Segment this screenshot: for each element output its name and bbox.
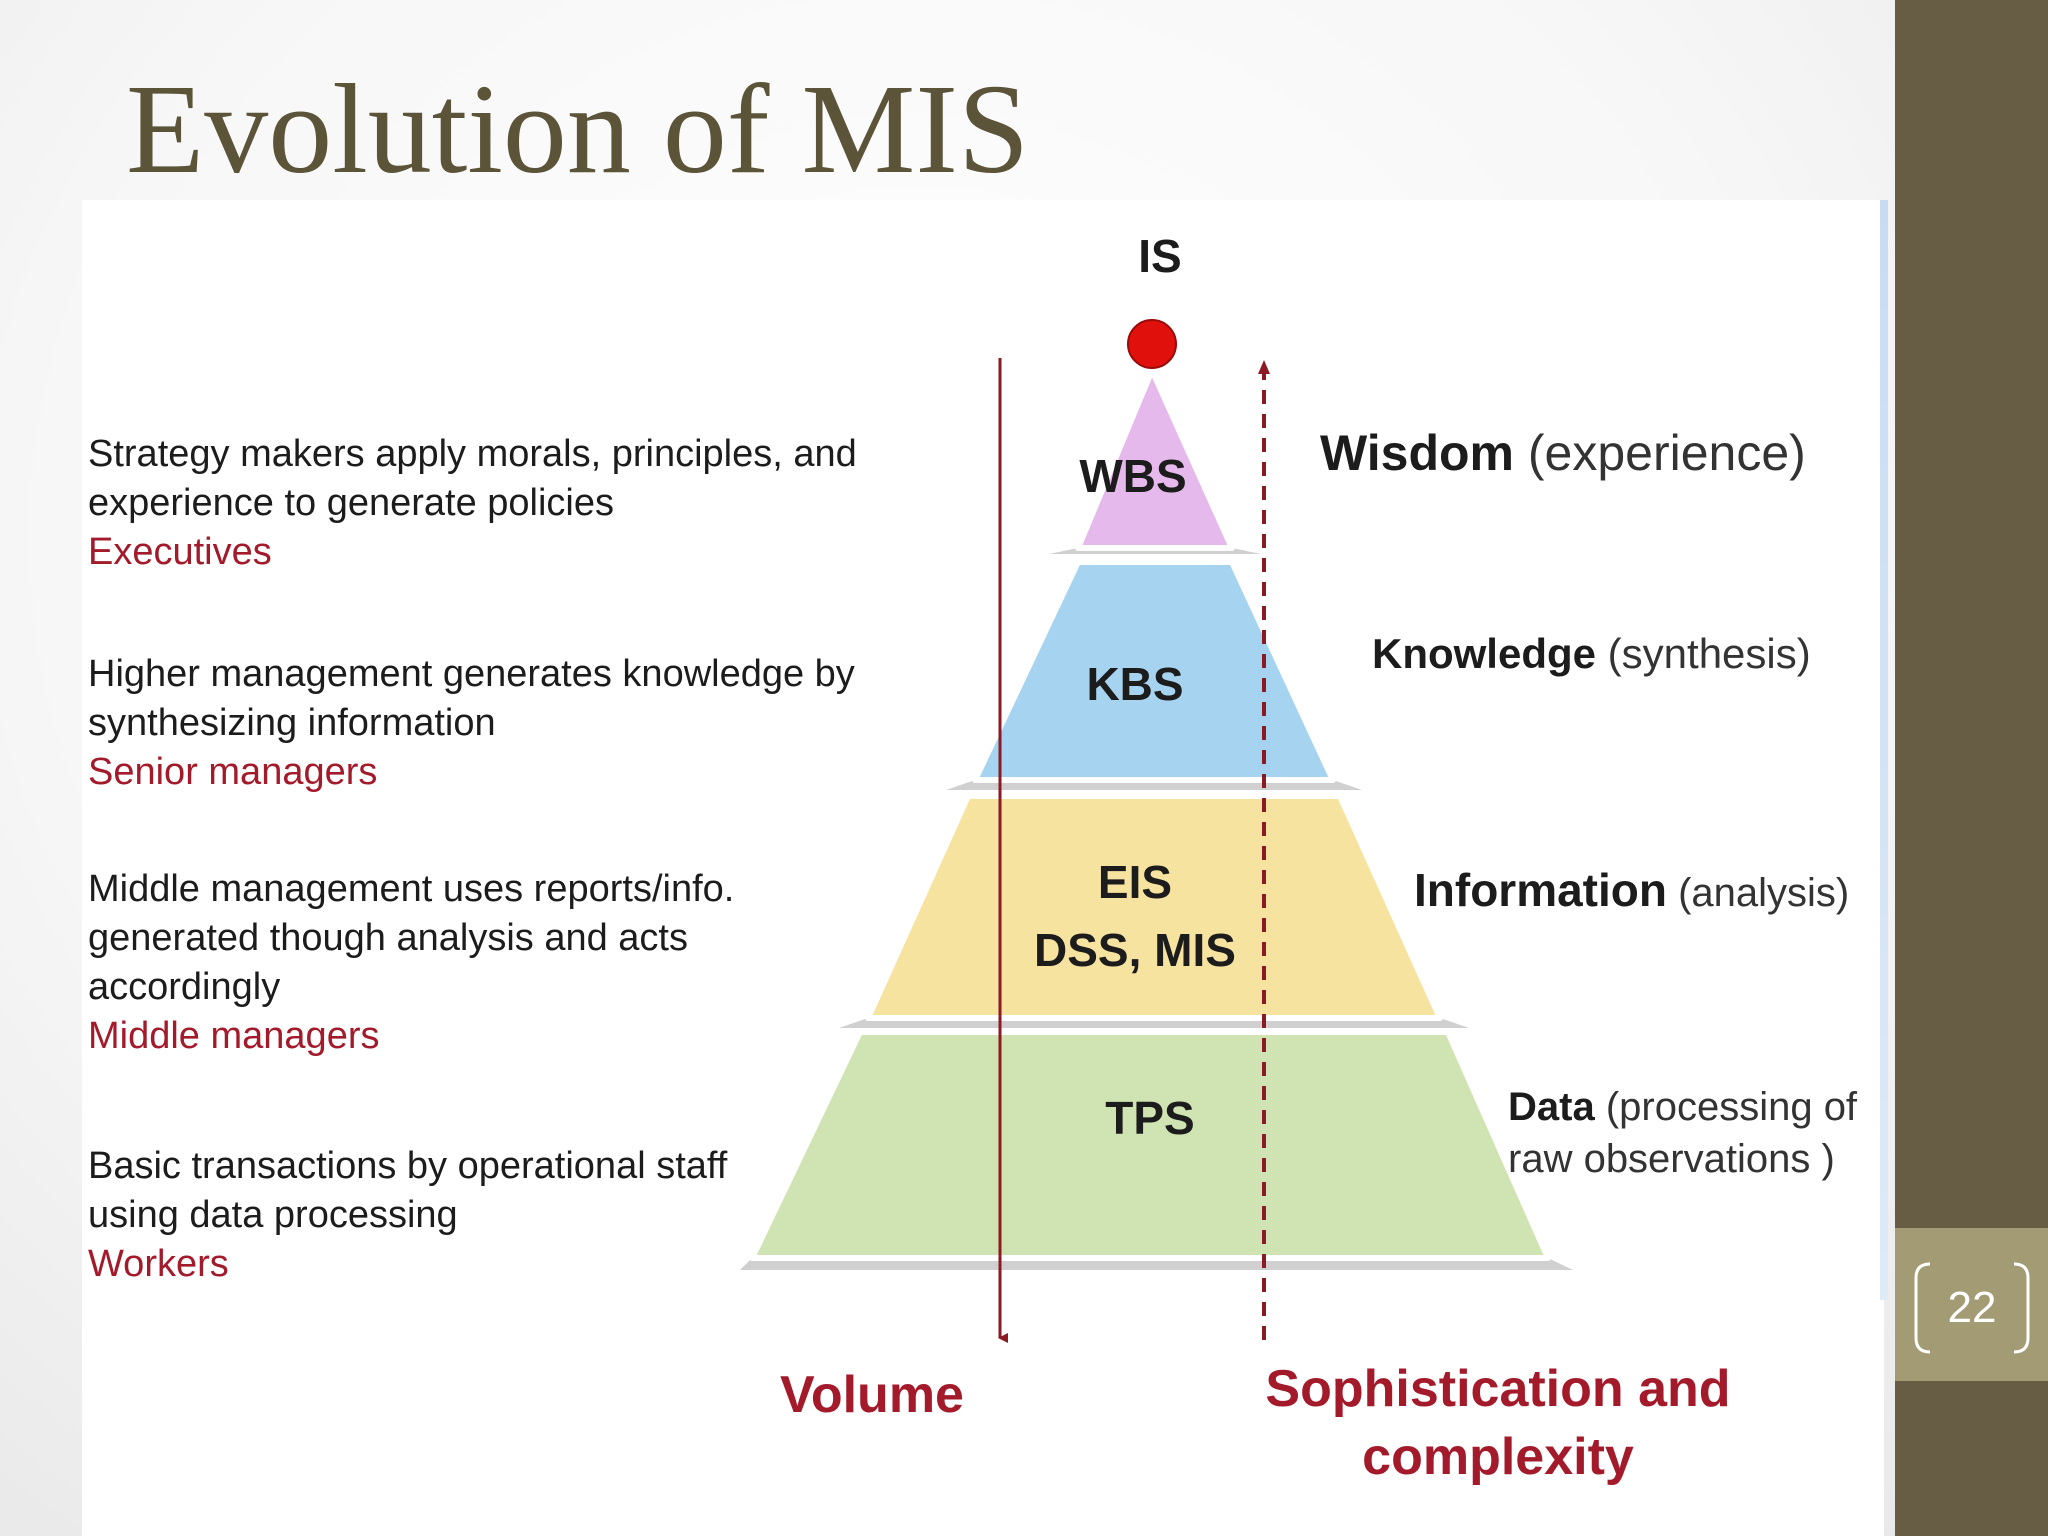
sophistication-label-line1: Sophistication and: [1265, 1360, 1730, 1418]
role-label-executives: Executives: [88, 531, 272, 573]
role-label-middle-managers: Middle managers: [88, 1015, 380, 1057]
role-label-workers: Workers: [88, 1243, 229, 1285]
term-wisdom: Wisdom (experience): [1320, 425, 1806, 481]
tier-label-wbs: WBS: [1079, 450, 1186, 502]
description-middle-managers: Middle management uses reports/info. gen…: [88, 865, 734, 1061]
term-data: Data (processing of: [1508, 1085, 1858, 1129]
slide-number-tile: [1895, 1228, 2048, 1381]
description-line: using data processing: [88, 1194, 458, 1236]
tier-tps: [749, 1029, 1551, 1261]
term-information: Information (analysis): [1414, 864, 1849, 916]
description-line: accordingly: [88, 966, 281, 1008]
apex-dot-icon: [1127, 319, 1177, 369]
term-data-line2: raw observations ): [1508, 1137, 1835, 1181]
role-label-senior-managers: Senior managers: [88, 751, 378, 793]
panel-edge: [1880, 200, 1888, 1300]
description-line: Higher management generates knowledge by: [88, 653, 855, 695]
description-executives: Strategy makers apply morals, principles…: [88, 430, 857, 577]
slide-number: 22: [1910, 1262, 2034, 1354]
tier-label-dss-mis: DSS, MIS: [1034, 924, 1236, 976]
slide-number-text: 22: [1947, 1283, 1997, 1332]
tier-eis-dss-mis: [865, 793, 1443, 1021]
tier-label-kbs: KBS: [1086, 658, 1183, 710]
description-workers: Basic transactions by operational staff …: [88, 1142, 727, 1289]
description-line: experience to generate policies: [88, 482, 615, 524]
bracket-frame-icon: [1914, 1262, 2030, 1354]
description-line: generated though analysis and acts: [88, 917, 688, 959]
tier-label-eis: EIS: [1098, 856, 1172, 908]
sophistication-label-line2: complexity: [1362, 1428, 1634, 1486]
tier-kbs: [972, 559, 1336, 783]
tier-wbs: [1075, 367, 1235, 551]
slide-title: Evolution of MIS: [126, 58, 1030, 200]
apex-label: IS: [1138, 230, 1181, 282]
tier-label-tps: TPS: [1105, 1092, 1194, 1144]
description-senior-managers: Higher management generates knowledge by…: [88, 650, 855, 797]
description-line: synthesizing information: [88, 702, 496, 744]
sophistication-arrowhead-icon: [1258, 360, 1270, 374]
description-line: Middle management uses reports/info.: [88, 868, 735, 910]
description-line: Basic transactions by operational staff: [88, 1145, 728, 1187]
term-knowledge: Knowledge (synthesis): [1372, 630, 1811, 677]
description-line: Strategy makers apply morals, principles…: [88, 433, 857, 475]
volume-label: Volume: [780, 1366, 964, 1424]
